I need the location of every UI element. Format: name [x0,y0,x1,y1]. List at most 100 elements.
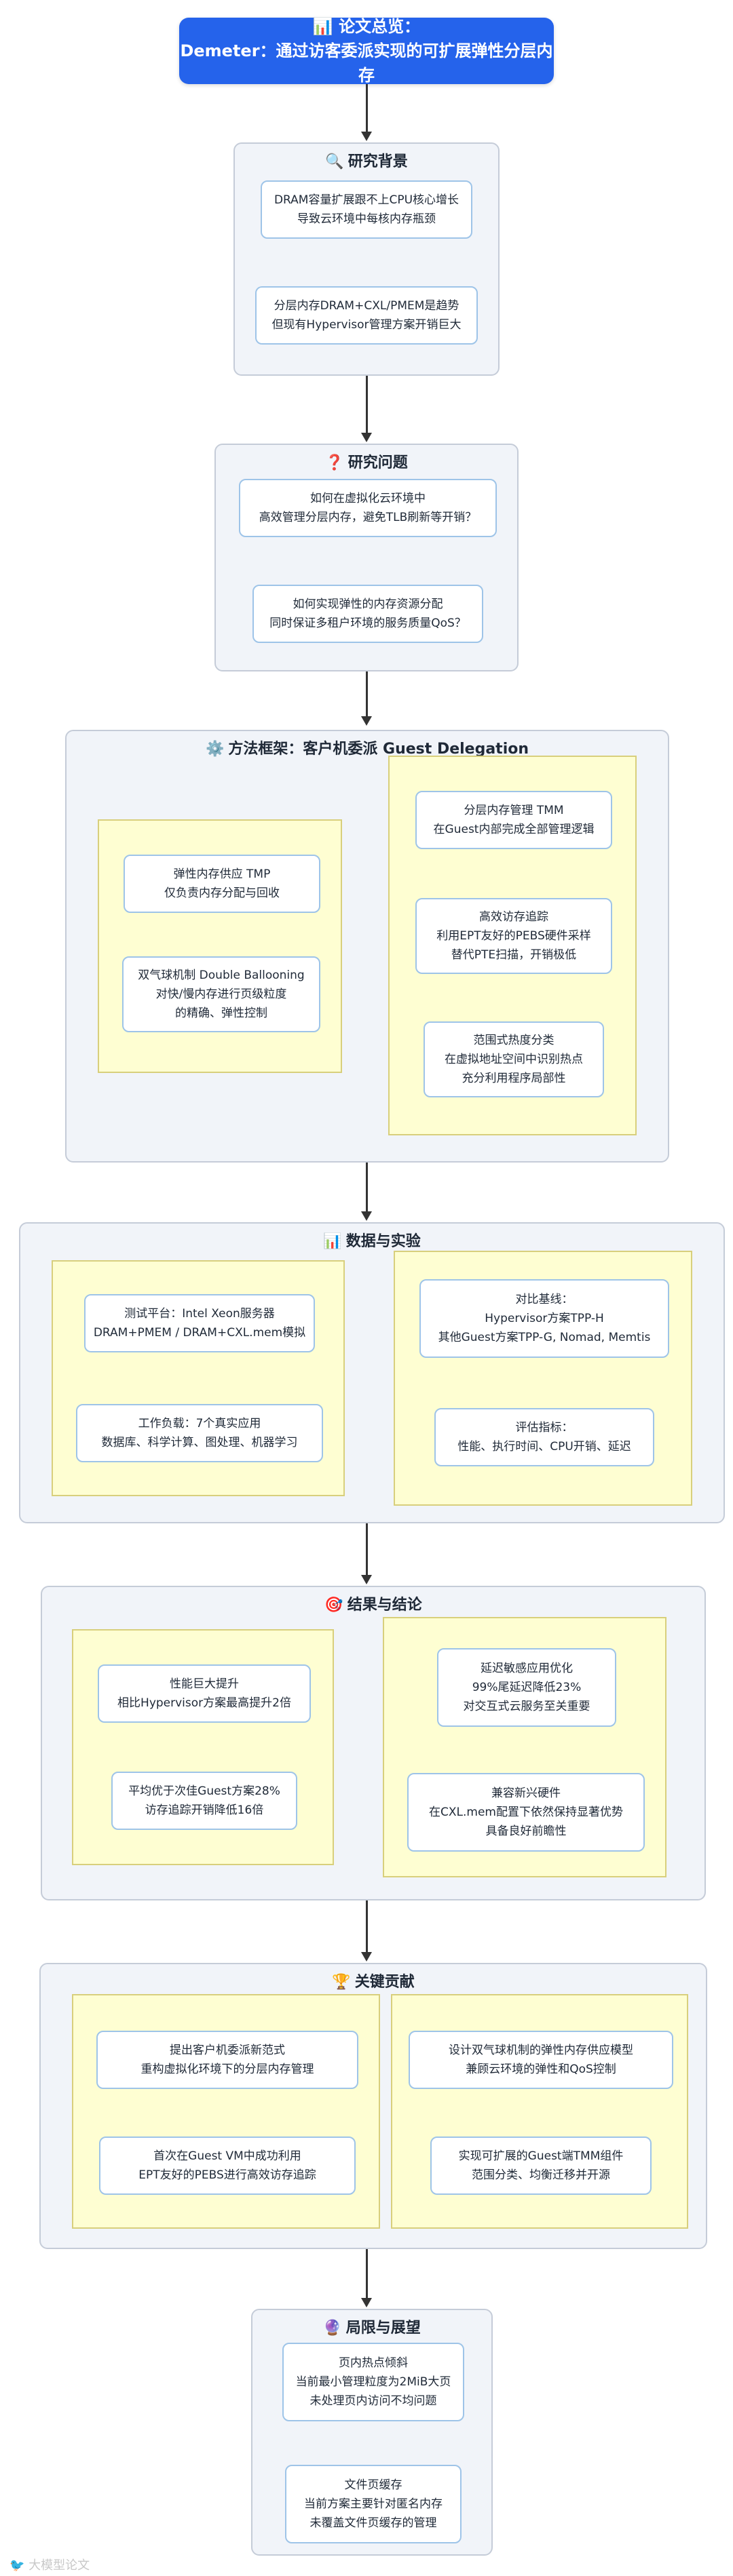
card-line: 页内热点倾斜 [339,2356,408,2370]
background-card-1: DRAM容量扩展跟不上CPU核心增长 导致云环境中每核内存瓶颈 [261,180,472,239]
connector-arrow [366,1523,368,1575]
limits-card-hotspot: 页内热点倾斜 当前最小管理粒度为2MiB大页 未处理页内访问不均问题 [282,2343,464,2421]
card-line: 对比基线： [515,1293,574,1306]
problem-card-1: 如何在虚拟化云环境中 高效管理分层内存，避免TLB刷新等开销？ [239,479,497,537]
section-data: 📊数据与实验 测试平台：Intel Xeon服务器 DRAM+PMEM / DR… [19,1222,725,1523]
section-title-text: 方法框架：客户机委派 Guest Delegation [228,741,529,758]
contrib-left-group: 提出客户机委派新范式 重构虚拟化环境下的分层内存管理 首次在Guest VM中成… [72,1994,380,2229]
section-title-text: 数据与实验 [345,1233,421,1250]
section-title-text: 局限与展望 [345,2320,421,2337]
paper-overview-title: 📊 论文总览： [313,14,420,39]
trophy-icon: 🏆 [332,1974,351,1991]
paper-overview-box: 📊 论文总览： Demeter：通过访客委派实现的可扩展弹性分层内存 [179,17,554,85]
data-left-group: 测试平台：Intel Xeon服务器 DRAM+PMEM / DRAM+CXL.… [52,1260,345,1496]
arrow-head-icon [361,1575,372,1584]
method-card-tmm: 分层内存管理 TMM 在Guest内部完成全部管理逻辑 [415,791,612,849]
card-line: 利用EPT友好的PEBS硬件采样 [436,929,591,943]
section-title-text: 结果与结论 [347,1597,422,1614]
paper-title: Demeter：通过访客委派实现的可扩展弹性分层内存 [180,41,553,85]
watermark: 🐦 大模型论文 [10,2558,90,2573]
card-line: 测试平台：Intel Xeon服务器 [124,1307,275,1321]
section-problem: ❓研究问题 如何在虚拟化云环境中 高效管理分层内存，避免TLB刷新等开销？ 如何… [214,444,519,671]
method-left-group: 弹性内存供应 TMP 仅负责内存分配与回收 双气球机制 Double Ballo… [98,819,342,1073]
section-contributions: 🏆关键贡献 提出客户机委派新范式 重构虚拟化环境下的分层内存管理 首次在Gues… [39,1963,707,2249]
results-card-performance: 性能巨大提升 相比Hypervisor方案最高提升2倍 [98,1664,311,1723]
card-line: 相比Hypervisor方案最高提升2倍 [117,1696,291,1710]
connector-arrow [366,2249,368,2298]
arrow-head-icon [361,1211,372,1221]
card-line: 工作负载：7个真实应用 [138,1417,261,1430]
arrow-head-icon [361,716,372,726]
card-line: 高效管理分层内存，避免TLB刷新等开销？ [259,511,477,524]
card-line: 评估指标： [515,1421,574,1435]
card-line: 的精确、弹性控制 [175,1007,267,1020]
section-title-text: 关键贡献 [354,1974,415,1991]
card-line: 首次在Guest VM中成功利用 [153,2149,301,2163]
card-line: 当前方案主要针对匿名内存 [304,2497,443,2511]
connector-arrow [366,376,368,434]
card-line: 弹性内存供应 TMP [173,867,271,881]
data-card-baselines: 对比基线： Hypervisor方案TPP-H 其他Guest方案TPP-G, … [419,1279,669,1358]
connector-arrow [366,1900,368,1952]
results-card-average: 平均优于次佳Guest方案28% 访存追踪开销降低16倍 [111,1772,297,1830]
results-right-group: 延迟敏感应用优化 99%尾延迟降低23% 对交互式云服务至关重要 兼容新兴硬件 … [383,1617,666,1877]
card-line: 未处理页内访问不均问题 [309,2394,437,2408]
card-line: 对交互式云服务至关重要 [463,1700,590,1713]
section-results: 🎯结果与结论 性能巨大提升 相比Hypervisor方案最高提升2倍 平均优于次… [41,1586,706,1900]
arrow-head-icon [361,132,372,141]
card-line: 范围式热度分类 [473,1034,555,1047]
section-method: ⚙️方法框架：客户机委派 Guest Delegation 弹性内存供应 TMP… [65,730,669,1163]
card-line: 未覆盖文件页缓存的管理 [309,2516,437,2530]
card-line: 性能巨大提升 [170,1677,239,1691]
card-line: 文件页缓存 [344,2478,402,2492]
results-left-group: 性能巨大提升 相比Hypervisor方案最高提升2倍 平均优于次佳Guest方… [72,1629,334,1865]
card-line: 同时保证多租户环境的服务质量QoS？ [269,617,466,630]
card-line: 替代PTE扫描，开销极低 [451,948,577,962]
contrib-card-paradigm: 提出客户机委派新范式 重构虚拟化环境下的分层内存管理 [96,2031,358,2089]
card-line: Hypervisor方案TPP-H [485,1312,604,1325]
problem-card-2: 如何实现弹性的内存资源分配 同时保证多租户环境的服务质量QoS？ [252,585,483,643]
card-line: 如何实现弹性的内存资源分配 [293,598,443,611]
crystal-ball-icon: 🔮 [323,2320,342,2337]
card-line: 兼容新兴硬件 [491,1787,561,1800]
question-icon: ❓ [325,454,344,471]
section-background: 🔍研究背景 DRAM容量扩展跟不上CPU核心增长 导致云环境中每核内存瓶颈 分层… [233,142,500,376]
method-right-group: 分层内存管理 TMM 在Guest内部完成全部管理逻辑 高效访存追踪 利用EPT… [388,756,637,1135]
card-line: DRAM容量扩展跟不上CPU核心增长 [274,193,459,207]
card-line: 高效访存追踪 [479,910,548,924]
card-line: 在CXL.mem配置下依然保持显著优势 [429,1806,623,1819]
target-icon: 🎯 [324,1597,343,1614]
card-line: 充分利用程序局部性 [462,1072,566,1085]
card-line: 在虚拟地址空间中识别热点 [445,1053,583,1066]
limits-card-file-cache: 文件页缓存 当前方案主要针对匿名内存 未覆盖文件页缓存的管理 [285,2465,462,2543]
card-line: 如何在虚拟化云环境中 [310,492,426,505]
chart-icon: 📊 [312,17,333,36]
card-line: 延迟敏感应用优化 [481,1662,573,1675]
card-line: 提出客户机委派新范式 [170,2044,285,2057]
card-line: 分层内存DRAM+CXL/PMEM是趋势 [274,299,459,313]
connector-arrow [366,1163,368,1211]
section-title: ❓研究问题 [216,450,517,472]
section-title: ⚙️方法框架：客户机委派 Guest Delegation [67,737,668,758]
chart-icon: 📊 [323,1233,342,1250]
card-line: 分层内存管理 TMM [464,804,564,817]
card-line: 数据库、科学计算、图处理、机器学习 [101,1436,298,1449]
card-line: 双气球机制 Double Ballooning [138,969,305,982]
arrow-head-icon [361,1952,372,1962]
card-line: EPT友好的PEBS进行高效访存追踪 [138,2168,316,2182]
card-line: 具备良好前瞻性 [485,1824,567,1838]
card-line: 实现可扩展的Guest端TMM组件 [458,2149,624,2163]
method-card-double-ballooning: 双气球机制 Double Ballooning 对快/慢内存进行页级粒度 的精确… [122,956,320,1032]
section-title: 🎯结果与结论 [42,1593,704,1614]
arrow-head-icon [361,2298,372,2307]
card-line: 兼顾云环境的弹性和QoS控制 [466,2063,616,2076]
section-limitations: 🔮局限与展望 页内热点倾斜 当前最小管理粒度为2MiB大页 未处理页内访问不均问… [251,2309,493,2556]
card-line: 设计双气球机制的弹性内存供应模型 [449,2044,633,2057]
card-line: 范围分类、均衡迁移并开源 [472,2168,610,2182]
results-card-latency: 延迟敏感应用优化 99%尾延迟降低23% 对交互式云服务至关重要 [437,1648,616,1727]
arrow-head-icon [361,433,372,442]
card-line: 对快/慢内存进行页级粒度 [155,988,287,1001]
method-card-classification: 范围式热度分类 在虚拟地址空间中识别热点 充分利用程序局部性 [424,1021,604,1097]
gear-icon: ⚙️ [205,741,225,758]
card-line: 重构虚拟化环境下的分层内存管理 [140,2063,314,2076]
